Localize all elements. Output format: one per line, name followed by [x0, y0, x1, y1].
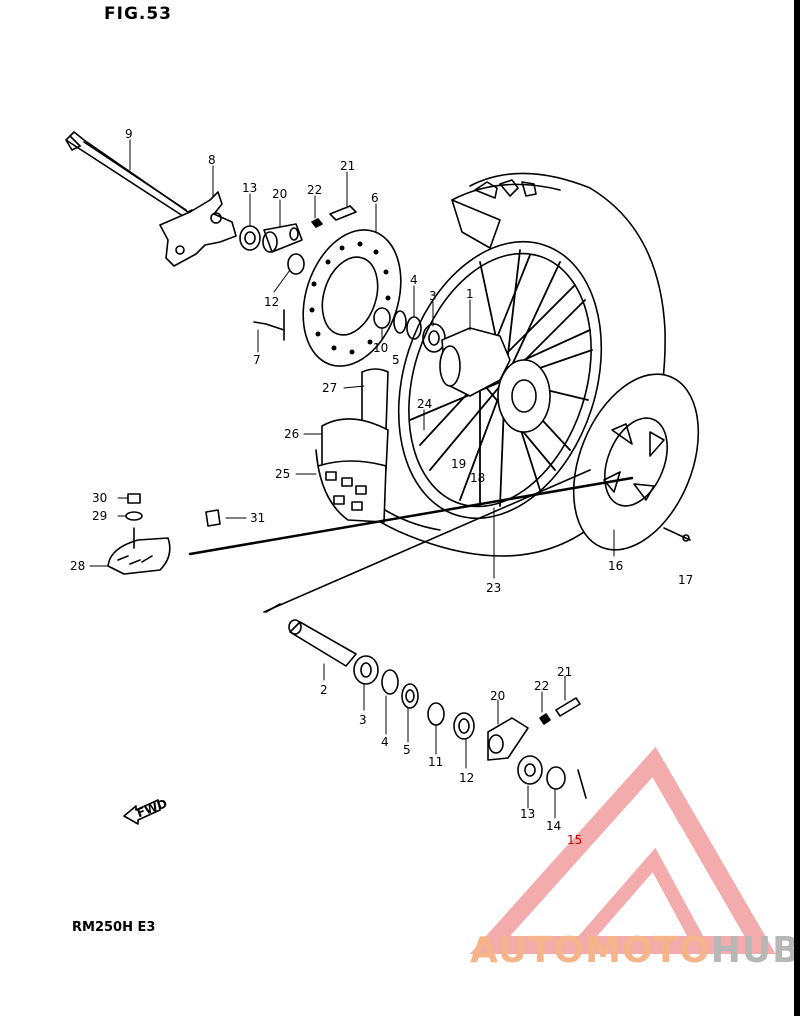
callout-14: 14: [546, 819, 561, 833]
callout-17: 17: [678, 573, 693, 587]
hub-bearings: [373, 307, 446, 353]
callout-labels: 9 8 13 20 22 21 6 12 7 4 3 1 10 5 27 24 …: [70, 127, 693, 847]
callout-12: 12: [264, 295, 279, 309]
watermark-part2: HUB: [710, 930, 800, 971]
callout-6: 6: [371, 191, 379, 205]
watermark-logo: [469, 746, 776, 954]
callout-7: 7: [253, 353, 261, 367]
callout-15: 15: [567, 833, 582, 847]
fwd-label: FWD: [135, 796, 169, 820]
callout-4: 4: [410, 273, 418, 287]
callout-16: 16: [608, 559, 623, 573]
rim-lock: [107, 527, 171, 575]
right-side-parts: [288, 619, 587, 799]
callout-24: 24: [417, 397, 432, 411]
callout-1: 1: [466, 287, 474, 301]
watermark-part1: AUTOMOTO: [470, 930, 711, 971]
watermark-text: AUTOMOTOHUB: [470, 930, 800, 971]
valve-cap: [205, 509, 221, 527]
callout-4b: 4: [381, 735, 389, 749]
figure-title: FIG.53: [104, 4, 173, 24]
callout-3: 3: [429, 289, 437, 303]
axle-plate: [159, 191, 237, 267]
callout-28: 28: [70, 559, 85, 573]
callout-5: 5: [392, 353, 400, 367]
callout-20b: 20: [490, 689, 505, 703]
callout-27: 27: [322, 381, 337, 395]
callout-2: 2: [320, 683, 328, 697]
callout-26: 26: [284, 427, 299, 441]
callout-18: 18: [470, 471, 485, 485]
callout-25: 25: [275, 467, 290, 481]
washer-29: [125, 511, 143, 521]
brake-disc: [302, 229, 402, 367]
callout-9: 9: [125, 127, 133, 141]
fwd-arrow: [123, 799, 161, 825]
callout-21: 21: [340, 159, 355, 173]
callout-29: 29: [92, 509, 107, 523]
callout-21b: 21: [557, 665, 572, 679]
callout-8: 8: [208, 153, 216, 167]
right-border: [794, 0, 800, 1016]
bolt-7: [253, 321, 285, 331]
callout-30: 30: [92, 491, 107, 505]
model-label: RM250H E3: [72, 920, 156, 935]
rear-sprocket: [572, 373, 700, 551]
callout-13: 13: [242, 181, 257, 195]
callout-23: 23: [486, 581, 501, 595]
callout-20: 20: [272, 187, 287, 201]
tire-section: [315, 449, 387, 523]
callout-19: 19: [451, 457, 466, 471]
callout-11: 11: [428, 755, 443, 769]
hub: [439, 327, 551, 433]
callout-31: 31: [250, 511, 265, 525]
callout-10: 10: [373, 341, 388, 355]
nut-30: [127, 493, 141, 504]
callout-22: 22: [307, 183, 322, 197]
callout-13b: 13: [520, 807, 535, 821]
callout-22b: 22: [534, 679, 549, 693]
callout-12b: 12: [459, 771, 474, 785]
callout-3b: 3: [359, 713, 367, 727]
bolt-17: [663, 527, 691, 541]
callout-5b: 5: [403, 743, 411, 757]
rim: [397, 240, 603, 520]
